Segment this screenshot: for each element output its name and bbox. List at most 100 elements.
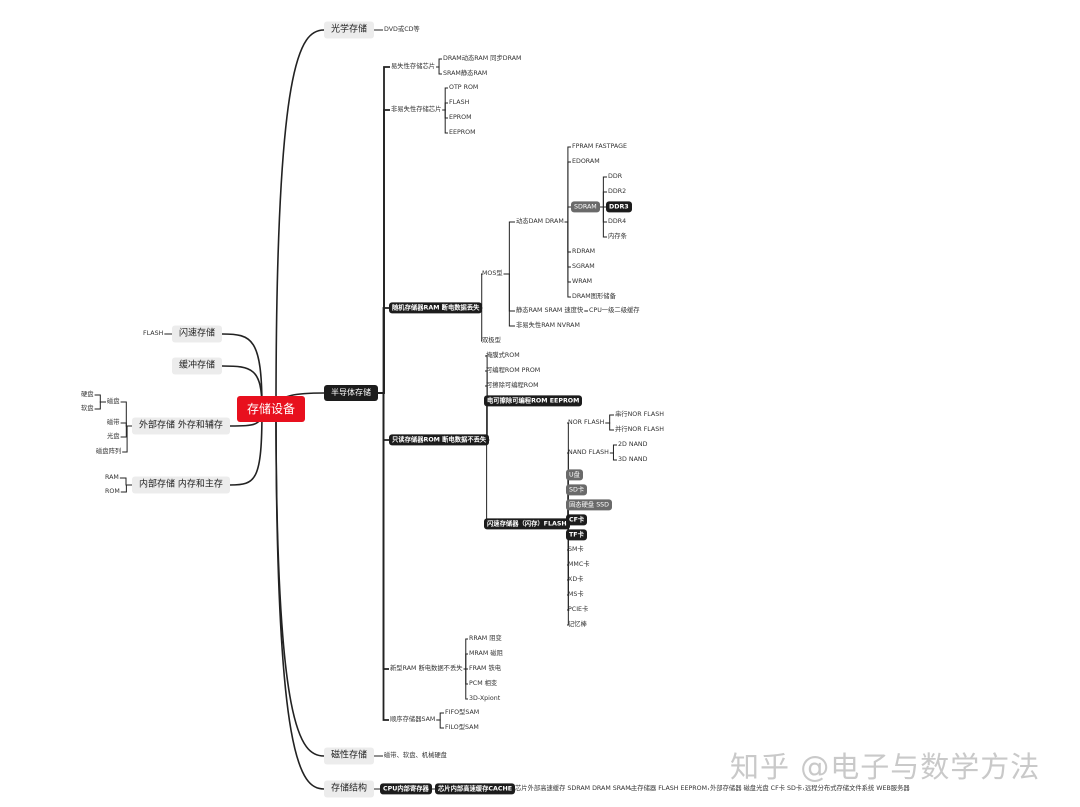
- mindmap-node-ddr3: DDR3: [606, 201, 632, 213]
- mindmap-node-sm: SM卡: [568, 545, 584, 553]
- connector-dyn: [503, 221, 515, 275]
- connector-nv-eeprom: [442, 109, 448, 134]
- mindmap-node-volatile: 易失性存储芯片: [391, 62, 436, 70]
- mindmap-node-s-main: 主存储器 FLASH EEPROM: [631, 784, 708, 792]
- connector-ext-hdd: [94, 394, 106, 403]
- mindmap-node-ext-fdd: 软盘: [81, 404, 94, 412]
- connector-xpoint: [463, 668, 468, 700]
- connector-memstick: [599, 206, 607, 238]
- mindmap-node-pcie: PCIE卡: [568, 605, 589, 613]
- connector-nor-parallel: [605, 422, 614, 431]
- watermark: 知乎 @电子与数学方法: [730, 750, 1041, 784]
- mindmap-node-ddr2: DDR2: [608, 187, 627, 195]
- connector-optical: [275, 29, 325, 410]
- mindmap-node-s-external: 外部存储器 磁盘光盘 CF卡 SD卡: [710, 784, 803, 792]
- mindmap-node-nor-parallel: 并行NOR FLASH: [615, 425, 664, 433]
- mindmap-node-ext-disk: 磁盘: [107, 397, 120, 405]
- mindmap-node-cpu-cache: CPU一级二级缓存: [589, 306, 640, 314]
- connector-int-ram: [119, 477, 132, 486]
- connector-internal-store: [229, 408, 263, 486]
- mindmap-node-int-ram: RAM: [105, 473, 119, 481]
- mindmap-node-dyn: 动态DAM DRAM: [516, 217, 564, 225]
- mindmap-node-memstick: 内存条: [608, 232, 627, 240]
- mindmap-node-fifo: FIFO型SAM: [445, 708, 480, 716]
- mindmap-node-optical-dvd: DVD或CD等: [384, 25, 420, 33]
- mindmap-node-sdram: SDRAM: [571, 201, 600, 213]
- connector-ram: [378, 307, 389, 394]
- mindmap-node-bipolar: 双极型: [482, 336, 501, 344]
- mindmap-node-optical: 光学存储: [324, 21, 375, 39]
- mindmap-node-buffer-store: 缓冲存储: [172, 357, 223, 375]
- mindmap-node-udisk: U盘: [566, 469, 583, 481]
- connector-bipolar: [481, 307, 483, 342]
- mindmap-node-s-cache: 芯片内部高速缓存CACHE: [435, 783, 516, 795]
- mindmap-node-tf: TF卡: [566, 529, 587, 541]
- mindmap-node-mask-rom: 掩膜式ROM: [486, 351, 520, 359]
- mindmap-node-nor-serial: 串行NOR FLASH: [615, 410, 664, 418]
- mindmap-node-nvram: 非易失性RAM NVRAM: [516, 321, 580, 329]
- connector-flash-store: [222, 333, 263, 410]
- mindmap-node-xpoint: 3D-Xpiont: [469, 694, 501, 702]
- mindmap-node-sgram: SGRAM: [572, 262, 595, 270]
- connector-ext-disk: [120, 401, 132, 427]
- mindmap-node-fpram: FPRAM FASTPAGE: [572, 142, 627, 150]
- mindmap-node-rdram: RDRAM: [572, 247, 596, 255]
- mindmap-node-semi: 半导体存储: [324, 385, 378, 401]
- mindmap-node-internal-store: 内部存储 内存和主存: [132, 476, 230, 494]
- mindmap-node-rram: RRAM 阻变: [469, 634, 502, 642]
- mindmap-node-nv-flash: FLASH: [449, 98, 470, 106]
- mindmap-node-sram: 静态RAM SRAM 速度快: [516, 306, 584, 314]
- mindmap-node-ddr4: DDR4: [608, 217, 627, 225]
- mindmap-node-dram-gfx: DRAM图形储备: [572, 292, 616, 300]
- mindmap-node-ext-tape: 磁带: [107, 418, 120, 426]
- mindmap-node-s-ext-cache: 芯片外部高速缓存 SDRAM DRAM SRAM: [515, 784, 631, 792]
- connector-nvram: [503, 273, 515, 327]
- mindmap-node-external-store: 外部存储 外存和辅存: [132, 417, 230, 435]
- mindmap-node-wram: WRAM: [572, 277, 593, 285]
- mindmap-node-ssd: 固态硬盘 SSD: [566, 499, 613, 511]
- mindmap-node-pcm: PCM 相变: [469, 679, 498, 687]
- mindmap-node-magnetic-items: 磁带、软盘、机械硬盘: [384, 751, 447, 759]
- mindmap-node-xd: XD卡: [568, 575, 584, 583]
- mindmap-node-ram: 随机存储器RAM 断电数据丢失: [389, 302, 483, 314]
- mindmap-node-nand-3d: 3D NAND: [618, 455, 648, 463]
- connector-magnetic: [275, 408, 325, 757]
- connector-fifo: [436, 712, 444, 721]
- mindmap-node-edoram: EDORAM: [572, 157, 600, 165]
- mindmap-node-nand: NAND FLASH: [568, 448, 609, 456]
- mindmap-node-ddr: DDR: [608, 172, 623, 180]
- connector-filo: [436, 719, 444, 729]
- mindmap-node-ext-raid: 磁盘阵列: [96, 447, 122, 455]
- connector-ext-cd: [120, 425, 132, 438]
- mindmap-node-prom: 可编程ROM PROM: [486, 366, 541, 374]
- mindmap-node-nv-eprom: EPROM: [449, 113, 472, 121]
- mindmap-node-fram: FRAM 铁电: [469, 664, 502, 672]
- mindmap-node-s-remote: 远程分布式存储文件系统 WEB服务器: [805, 784, 910, 792]
- connector-vol-sram: [436, 66, 442, 75]
- mindmap-node-nv-otp: OTP ROM: [449, 83, 479, 91]
- mindmap-node-filo: FILO型SAM: [445, 723, 479, 731]
- mindmap-node-structure: 存储结构: [324, 780, 375, 798]
- connector-int-rom: [120, 484, 132, 493]
- mindmap-node-mmc: MMC卡: [568, 560, 590, 568]
- mindmap-node-magnetic: 磁性存储: [324, 747, 375, 765]
- connector-ext-raid: [122, 425, 132, 453]
- connector-structure: [275, 408, 325, 790]
- mindmap-node-nonvolatile: 非易失性存储芯片: [391, 105, 442, 113]
- mindmap-node-ext-cd: 光盘: [107, 432, 120, 440]
- mindmap-node-nv-eeprom: EEPROM: [449, 128, 476, 136]
- mindmap-node-mos: MOS型: [482, 269, 503, 277]
- mindmap-node-cf: CF卡: [566, 514, 588, 526]
- connector-nor-serial: [605, 414, 614, 424]
- root-node: 存储设备: [237, 396, 305, 422]
- mindmap-node-flash-store: 闪速存储: [172, 325, 223, 343]
- mindmap-node-ms: MS卡: [568, 590, 584, 598]
- mindmap-node-flash: 闪速存储器（闪存）FLASH: [484, 518, 570, 530]
- connector-nand-2d: [609, 444, 617, 454]
- mindmap-node-newram: 新型RAM 断电数据不丢失: [390, 664, 463, 672]
- mindmap-node-int-rom: ROM: [105, 487, 120, 495]
- mindmap-node-sd: SD卡: [566, 484, 588, 496]
- connector-ext-fdd: [94, 401, 106, 410]
